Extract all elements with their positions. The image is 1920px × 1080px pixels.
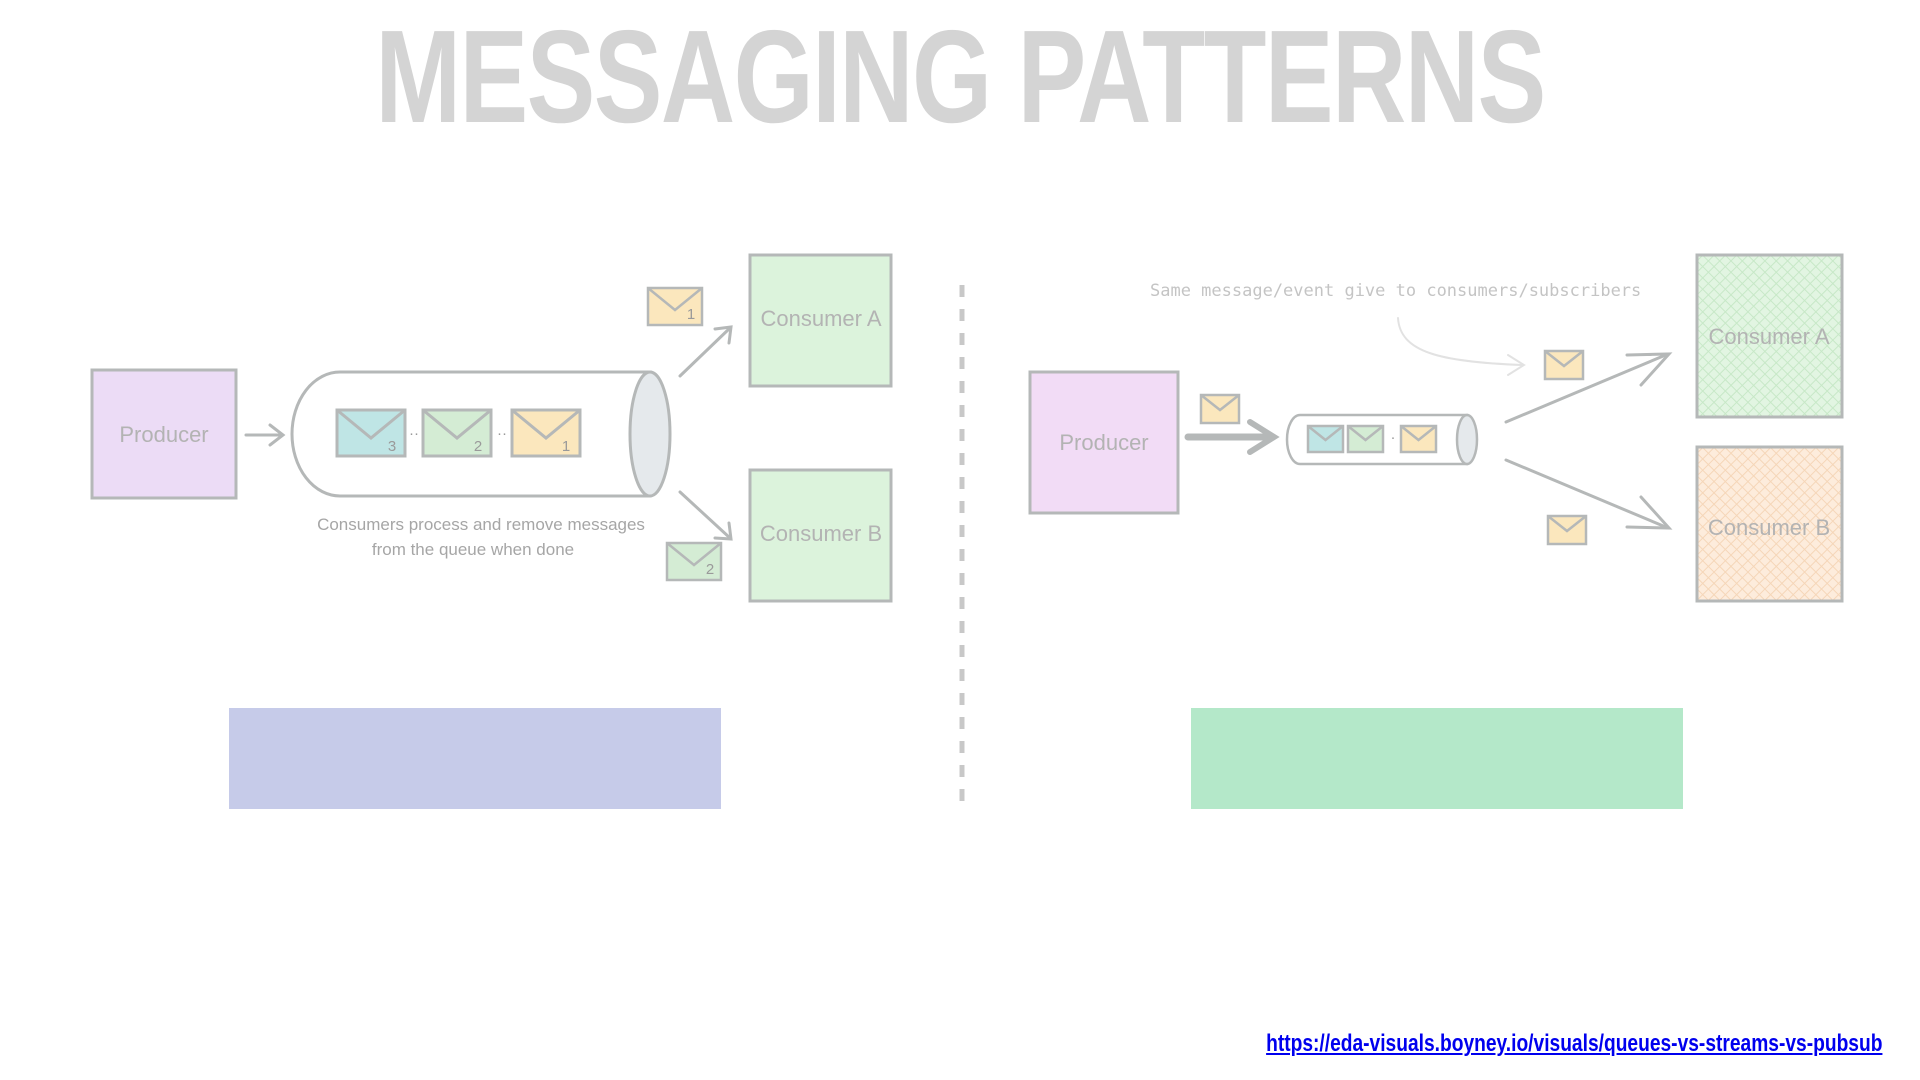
pubsub-to-consumer-b-arrow: [1504, 458, 1673, 530]
queue-message-1-number: 1: [562, 438, 570, 455]
queue-caption-line2: from the queue when done: [372, 540, 574, 559]
pubsub-bottom-panel: [1191, 708, 1683, 809]
message-to-consumer-b-number: 2: [706, 561, 714, 578]
pubsub-to-consumer-a-arrow: [1504, 352, 1673, 424]
queue-message-3-number: 3: [388, 438, 396, 455]
pubsub-producer-arrow: [1184, 419, 1280, 455]
queue-consumer-b-label: Consumer B: [760, 521, 882, 546]
pubsub-note-arrow: [1397, 317, 1526, 376]
queue-gap-dots-2: ··: [497, 425, 507, 442]
message-to-consumer-a-number: 1: [687, 306, 695, 323]
producer-to-queue-arrow: [244, 423, 286, 447]
pubsub-topic-gap-dot: ·: [1391, 429, 1396, 446]
pubsub-message-outgoing: [1199, 393, 1241, 425]
pubsub-producer-box: Producer: [1028, 370, 1180, 515]
queue-message-2-number: 2: [474, 438, 482, 455]
queue-to-consumer-b-arrow: [678, 490, 733, 541]
pubsub-topic-message-2: [1346, 424, 1385, 454]
queue-message-3: 3: [335, 408, 407, 458]
queue-gap-dots-1: ··: [409, 425, 419, 442]
slide-title: MESSAGING PATTERNS: [375, 3, 1546, 150]
pubsub-producer-label: Producer: [1059, 430, 1148, 455]
queue-message-2: 2: [421, 408, 493, 458]
queue-producer-box: Producer: [90, 368, 238, 500]
pubsub-consumer-b-box: Consumer B: [1695, 445, 1844, 603]
pubsub-consumer-a-box: Consumer A: [1695, 253, 1844, 419]
message-to-consumer-b: 2: [665, 541, 723, 582]
pubsub-message-to-consumer-b: [1546, 514, 1588, 546]
pubsub-diagram: Producer: [1028, 253, 1844, 809]
queue-message-1: 1: [510, 408, 582, 458]
message-to-consumer-a: 1: [646, 286, 704, 327]
queue-bottom-panel: [229, 708, 721, 809]
pubsub-note: Same message/event give to consumers/sub…: [1150, 281, 1641, 301]
queue-to-consumer-a-arrow: [678, 325, 733, 378]
pubsub-consumer-a-label: Consumer A: [1708, 324, 1829, 349]
queue-caption-line1: Consumers process and remove messages: [317, 515, 645, 534]
queue-consumer-a-box: Consumer A: [748, 253, 893, 388]
pubsub-topic-message-1: [1306, 424, 1345, 454]
pubsub-message-to-consumer-a: [1543, 349, 1585, 381]
queue-consumer-b-box: Consumer B: [748, 468, 893, 603]
queue-consumer-a-label: Consumer A: [760, 306, 881, 331]
queue-producer-label: Producer: [119, 422, 208, 447]
queue-diagram: Producer 3 ·· 2: [90, 253, 893, 809]
pubsub-topic-message-3: [1399, 424, 1438, 454]
pubsub-consumer-b-label: Consumer B: [1708, 515, 1830, 540]
source-link[interactable]: https://eda-visuals.boyney.io/visuals/qu…: [1265, 1030, 1882, 1057]
